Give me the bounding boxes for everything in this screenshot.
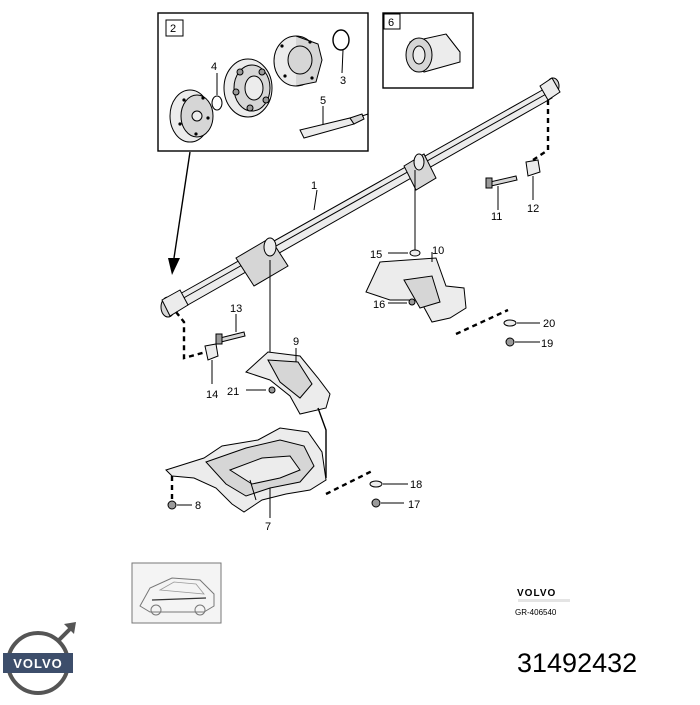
snap-ring-part-3 bbox=[332, 29, 350, 51]
dash-shield-right bbox=[325, 468, 375, 496]
bolt-part-13 bbox=[219, 331, 246, 343]
washer-part-20 bbox=[503, 319, 517, 327]
callout-4: 4 bbox=[211, 61, 217, 73]
inset-box-2-frame bbox=[157, 12, 369, 152]
car-outline bbox=[139, 577, 215, 613]
center-bearing-bracket-part-10: 15 10 16 bbox=[365, 170, 467, 323]
front-bracket-part-9: 9 21 bbox=[227, 260, 331, 478]
bolt-part-17 bbox=[371, 498, 381, 508]
vehicle-thumbnail bbox=[131, 562, 222, 624]
callout-11: 11 bbox=[491, 211, 502, 223]
dash-front bbox=[175, 311, 207, 360]
callout-7: 7 bbox=[265, 521, 271, 533]
callout-9: 9 bbox=[293, 336, 299, 348]
bolt-part-21 bbox=[268, 386, 276, 394]
emblem-arrow bbox=[64, 622, 76, 634]
clamp-part-14 bbox=[204, 343, 219, 361]
small-volvo-wordmark: VOLVO bbox=[517, 588, 556, 599]
washer-part-18 bbox=[369, 480, 383, 488]
callout-14: 14 bbox=[206, 389, 218, 401]
inset-box-6: 6 bbox=[382, 12, 474, 89]
inset-box-6-label: 6 bbox=[388, 17, 394, 29]
washer-part-15 bbox=[409, 249, 421, 257]
bolt-part-16 bbox=[408, 298, 416, 306]
dash-rear bbox=[529, 100, 550, 163]
front-fasteners: 13 14 bbox=[175, 303, 246, 401]
callout-1: 1 bbox=[311, 180, 317, 192]
shield-fasteners: 18 17 bbox=[325, 468, 422, 511]
callout-20: 20 bbox=[543, 318, 555, 330]
right-fasteners: 20 19 bbox=[455, 308, 555, 350]
emblem-bar bbox=[3, 653, 73, 673]
callout-17: 17 bbox=[408, 499, 420, 511]
callout-8: 8 bbox=[195, 500, 201, 512]
callout-12: 12 bbox=[527, 203, 539, 215]
arrow-head bbox=[168, 258, 180, 275]
inset-box-2-label: 2 bbox=[170, 23, 176, 35]
propeller-shaft-part-1: 1 bbox=[160, 77, 561, 318]
inset-box-6-frame bbox=[382, 12, 474, 89]
inset-box-2-tag bbox=[165, 19, 184, 37]
shaft-tube bbox=[177, 87, 553, 307]
grease-tube-part-5 bbox=[299, 117, 355, 139]
callout-19: 19 bbox=[541, 338, 553, 350]
nut-part-19 bbox=[505, 337, 515, 347]
callout-21: 21 bbox=[227, 386, 239, 398]
bolt-part-11 bbox=[489, 175, 518, 187]
callout-15: 15 bbox=[370, 249, 382, 261]
volvo-emblem: VOLVO bbox=[3, 622, 76, 695]
callout-10: 10 bbox=[432, 245, 444, 257]
reference-code: GR-406540 bbox=[515, 608, 557, 617]
callout-5: 5 bbox=[320, 95, 326, 107]
inset-box-6-tag bbox=[383, 13, 401, 30]
emblem-wordmark: VOLVO bbox=[13, 656, 63, 671]
nut-part-8 bbox=[167, 500, 177, 510]
clamp-part-12 bbox=[525, 159, 541, 177]
part-number: 31492432 bbox=[517, 648, 637, 678]
rear-fasteners: 11 12 bbox=[485, 100, 550, 223]
callout-13: 13 bbox=[230, 303, 242, 315]
callout-16: 16 bbox=[373, 299, 385, 311]
dash-right bbox=[455, 308, 509, 336]
brand-block: VOLVO GR-406540 bbox=[515, 588, 570, 617]
callout-3: 3 bbox=[340, 75, 346, 87]
assembly-arrow bbox=[168, 151, 191, 275]
inset-box-2: 2 bbox=[157, 12, 369, 152]
heat-shield-part-7: 7 8 bbox=[165, 427, 327, 533]
callout-18: 18 bbox=[410, 479, 422, 491]
o-ring-part-4 bbox=[211, 95, 223, 111]
